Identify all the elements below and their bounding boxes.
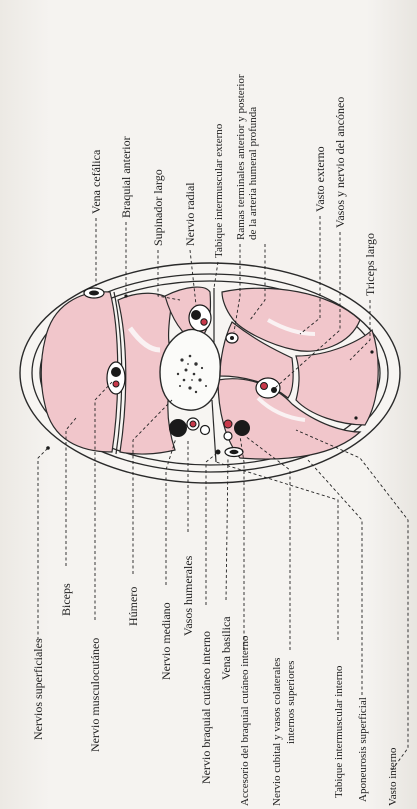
label-ramas-terminales-2: de la arteria humeral profunda <box>247 107 259 240</box>
anconeus-vessels-bundle <box>256 378 280 398</box>
label-humero: Húmero <box>126 587 140 626</box>
top-labels: Vena cefálica Braquial anterior Supinado… <box>89 74 377 296</box>
terminal-branches-bundle <box>226 333 238 343</box>
label-vasto-interno: Vasto interno <box>387 747 399 806</box>
label-nervio-cubital-2: internos superiores <box>285 661 297 744</box>
label-tabique-intermuscular-externo: Tabique intermuscular externo <box>213 123 225 258</box>
label-vasos-nervio-anconeo: Vasos y nervio del ancóneo <box>333 97 347 228</box>
label-vena-basilica: Vena basilica <box>219 616 233 680</box>
label-tabique-intermuscular-interno: Tabique intermuscular interno <box>333 665 345 798</box>
radial-nerve-bundle <box>189 305 211 331</box>
label-accesorio-braquial: Accesorio del braquial cutáneo interno <box>239 635 251 806</box>
label-triceps-largo: Triceps largo <box>363 233 377 296</box>
label-vasos-humerales: Vasos humerales <box>181 555 195 636</box>
label-vasto-externo: Vasto externo <box>313 146 327 212</box>
label-aponeurosis-superficial: Aponeurosis superficial <box>357 697 369 802</box>
label-braquial-anterior: Braquial anterior <box>119 136 133 218</box>
cross-section <box>20 263 400 483</box>
vena-cefalica-vessel <box>84 288 104 298</box>
label-biceps: Biceps <box>59 583 73 616</box>
label-nervio-mediano: Nervio mediano <box>159 602 173 680</box>
bottom-labels: Nervios superficiales Biceps Nervio musc… <box>31 555 399 806</box>
label-nervio-braquial-cutaneo-interno: Nervio braquial cutáneo interno <box>199 631 213 784</box>
label-supinador-largo: Supinador largo <box>151 169 165 246</box>
musculocutaneous-nerve-bundle <box>107 362 125 394</box>
label-nervio-musculocutaneo: Nervio musculocutáneo <box>88 638 102 752</box>
label-nervio-radial: Nervio radial <box>183 182 197 246</box>
label-ramas-terminales-1: Ramas terminales anterior y posterior <box>235 74 247 240</box>
label-vena-cefalica: Vena cefálica <box>89 149 103 214</box>
label-nervio-cubital-1: Nervio cubital y vasos colaterales <box>271 658 283 806</box>
label-nervios-superficiales: Nervios superficiales <box>31 638 45 740</box>
